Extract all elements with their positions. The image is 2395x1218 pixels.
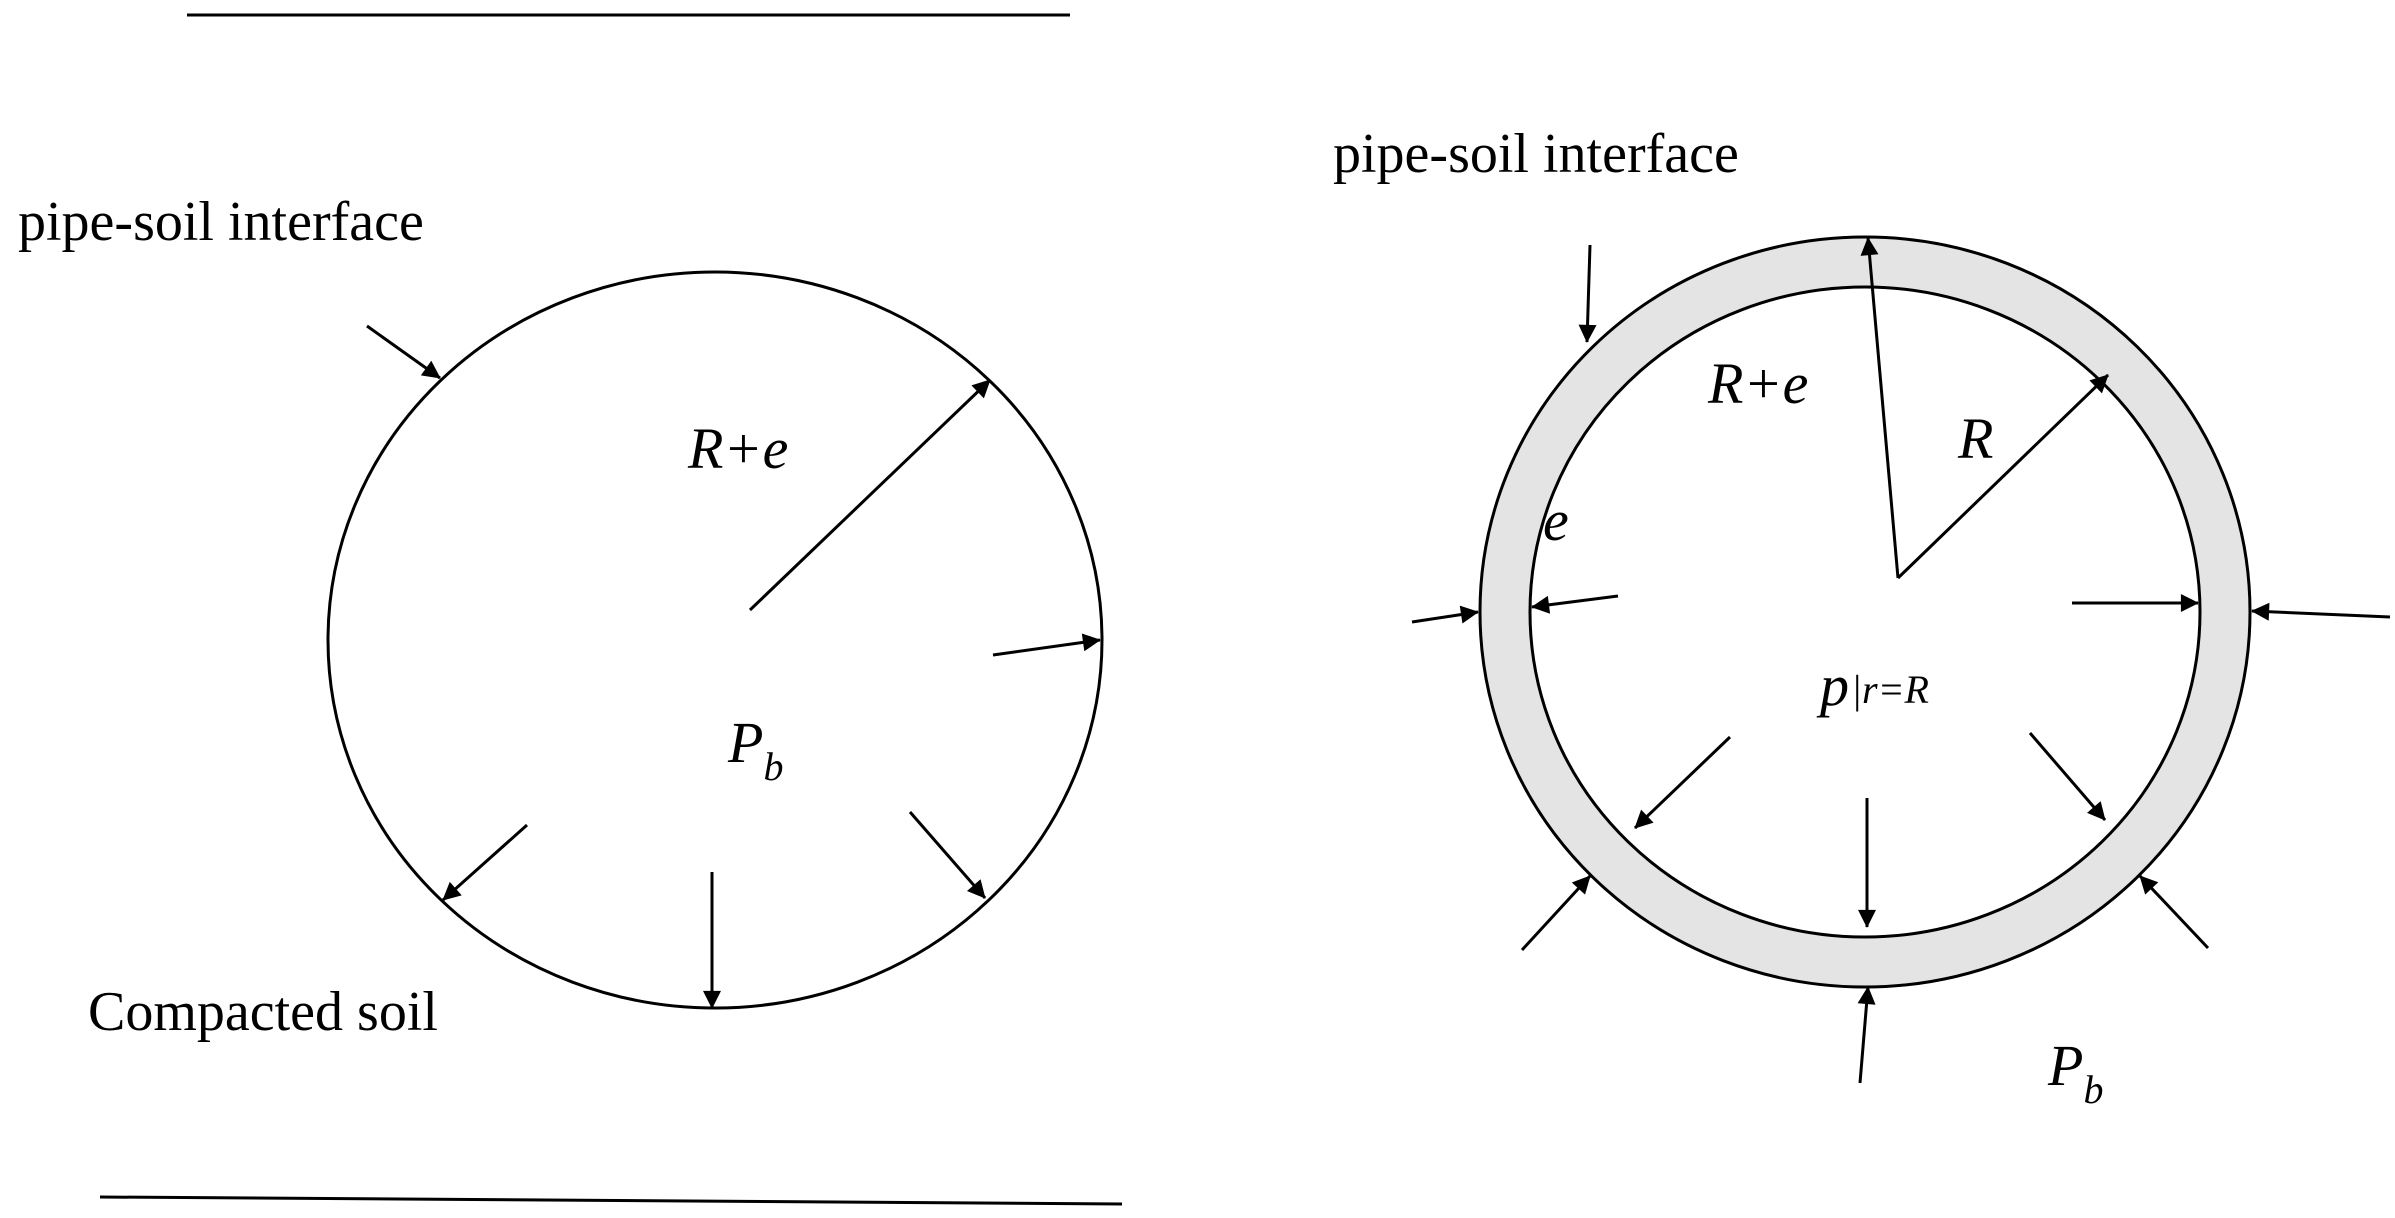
internal-pressure-arrow <box>1633 735 1732 830</box>
external-pressure-arrow <box>1857 986 1876 1084</box>
bottom-soil-boundary <box>99 1195 1123 1206</box>
pressure-arrow <box>442 823 528 902</box>
outer-radius-arrow <box>1860 237 1900 579</box>
pipe-wall <box>1478 235 2252 989</box>
external-pressure-label: Pb <box>2047 1033 2103 1112</box>
right-panel: pipe-soil interface R+e R e p|r=R Pb <box>1333 123 2391 1112</box>
external-pressure-arrow <box>1520 874 1592 952</box>
pressure-arrow <box>908 811 987 899</box>
right-interface-label: pipe-soil interface <box>1333 123 1739 185</box>
right-inner-radius-label: R <box>1957 406 1993 471</box>
thickness-arrow <box>1531 594 1619 614</box>
left-pressure-label: Pb <box>727 710 783 789</box>
internal-pressure-label: p|r=R <box>1816 653 1929 718</box>
inner-radius-arrow <box>1896 373 2110 580</box>
pressure-arrow <box>366 324 441 380</box>
right-outer-radius-label: R+e <box>1707 351 1808 416</box>
external-pressure-arrow <box>1578 244 1597 343</box>
left-panel: pipe-soil interface R+e Pb Compacted soi… <box>18 13 1123 1206</box>
left-interface-label: pipe-soil interface <box>18 191 424 253</box>
external-pressure-arrow <box>2138 874 2210 950</box>
thickness-arrow <box>1411 605 1479 624</box>
compacted-soil-label: Compacted soil <box>88 981 438 1043</box>
internal-pressure-arrow <box>2028 732 2107 821</box>
external-pressure-arrow <box>2251 602 2391 621</box>
pressure-arrow <box>992 633 1101 657</box>
radius-arrow <box>748 378 992 612</box>
thickness-label: e <box>1543 488 1569 553</box>
left-radius-label: R+e <box>687 416 788 481</box>
